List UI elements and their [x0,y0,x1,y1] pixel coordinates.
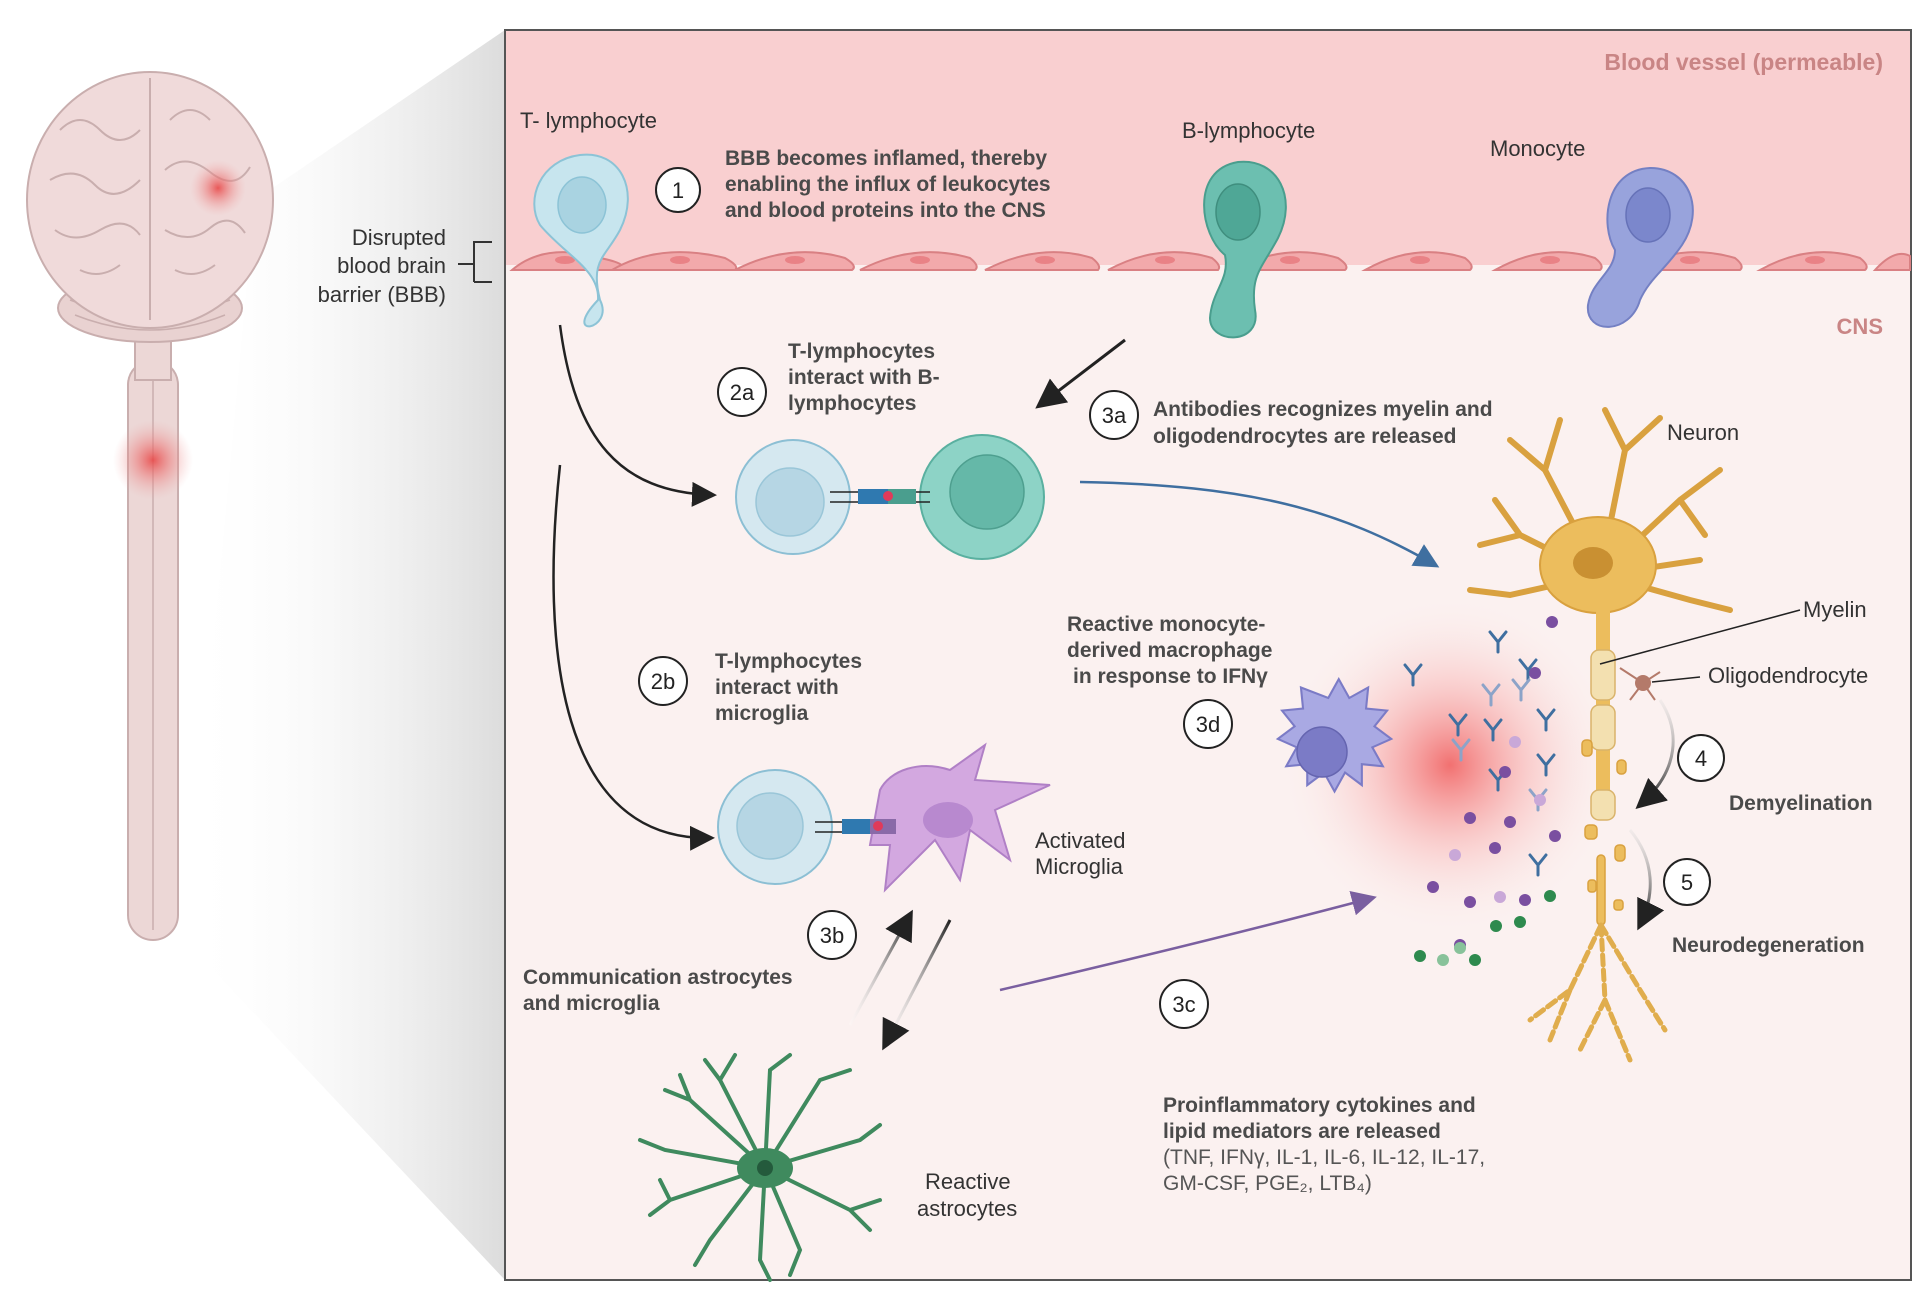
axon-terminals [1527,922,1668,1063]
t-microglia-interaction [717,742,1051,893]
step-3b-marker [807,910,857,960]
t-lymphocyte-migrating [533,153,629,328]
step-3b-number: 3b [820,923,844,948]
arrow-b-enters [1035,338,1126,409]
monocyte-migrating [1586,166,1694,328]
step-3c-text-3: (TNF, IFNγ, IL-1, IL-6, IL-12, IL-17, [1163,1146,1485,1169]
myelin-pointer [1599,609,1801,665]
activated-microglia-label-2: Microglia [1035,854,1124,879]
step-2b-text-2: interact with [715,676,839,699]
neuron-nucleus [1573,547,1613,579]
neuron [1467,407,1733,613]
step-3d-text-1: Reactive monocyte- [1067,613,1265,636]
brain-spinal-cord [26,71,274,941]
reactive-astrocytes-label-1: Reactive [925,1169,1011,1194]
arrow-astrocyte-to-microglia [848,909,913,1026]
neurodegeneration-label: Neurodegeneration [1672,934,1865,957]
oligodendrocyte-pointer [1651,676,1701,683]
myelin-sheath [1590,649,1616,821]
step-3d-text-3: in response to IFNγ [1073,665,1268,688]
arrow-t-to-b [558,324,717,507]
myelin-fragments [1581,739,1627,926]
arrow-cytokines-release [999,891,1377,992]
reactive-astrocyte [638,1053,882,1282]
step-2a-marker [717,367,767,417]
step-3b-text-2: and microglia [523,992,660,1015]
step-2a-text-3: lymphocytes [788,392,916,415]
step-3c-text-2: lipid mediators are released [1163,1120,1441,1143]
t-lymphocyte-label: T- lymphocyte [520,108,657,133]
t-b-interaction [735,434,1045,560]
zoom-cone [185,30,505,1280]
step-4-marker [1677,734,1725,782]
step-3c-marker [1159,979,1209,1029]
step-3c-text-1: Proinflammatory cytokines and [1163,1094,1476,1117]
step-3d-number: 3d [1196,712,1220,737]
step-3c-text-4: GM-CSF, PGE₂, LTB₄) [1163,1172,1372,1195]
endothelial-nuclei [555,256,1825,264]
step-1-text-2: enabling the influx of leukocytes [725,173,1051,196]
step-3a-text-1: Antibodies recognizes myelin and [1153,398,1493,421]
b-lymphocyte-migrating [1203,160,1287,339]
neuron-label: Neuron [1667,420,1739,445]
step-2b-number: 2b [651,669,675,694]
arrow-neurodegeneration [1628,829,1665,931]
step-1-marker [655,167,701,213]
step-1-number: 1 [672,178,684,203]
arrow-antibodies-to-neuron [1079,480,1440,568]
step-2b-text-1: T-lymphocytes [715,650,862,673]
activated-microglia-label-1: Activated [1035,828,1126,853]
astrocyte-nucleus [757,1160,773,1176]
step-4-number: 4 [1695,746,1707,771]
bbb-bracket [458,241,492,283]
step-3b-text-1: Communication astrocytes [523,966,793,989]
step-5-number: 5 [1681,870,1693,895]
cns-label: CNS [1837,314,1883,339]
macrophage [1275,676,1394,794]
step-1-text-1: BBB becomes inflamed, thereby [725,147,1047,170]
step-3a-marker [1089,390,1139,440]
monocyte-label: Monocyte [1490,136,1585,161]
arrow-demyelination [1635,699,1675,809]
step-2a-text-2: interact with B- [788,366,940,389]
myelin-label: Myelin [1803,597,1867,622]
step-5-marker [1663,858,1711,906]
step-3d-marker [1183,699,1233,749]
inflammation-focus [1280,595,1620,935]
bbb-label-3: barrier (BBB) [318,282,446,307]
step-2b-text-3: microglia [715,702,809,725]
blood-vessel-label: Blood vessel (permeable) [1604,49,1883,75]
reactive-astrocytes-label-2: astrocytes [917,1196,1017,1221]
step-3a-text-2: oligodendrocytes are released [1153,425,1456,448]
step-2a-number: 2a [730,380,755,405]
step-3a-number: 3a [1102,403,1127,428]
step-2b-marker [638,656,688,706]
bbb-label-1: Disrupted [352,225,446,250]
step-2a-text-1: T-lymphocytes [788,340,935,363]
arrow-microglia-to-astrocyte [882,919,952,1051]
demyelination-label: Demyelination [1729,792,1873,815]
bbb-label-2: blood brain [337,253,446,278]
arrow-t-to-microglia [552,464,715,851]
oligodendrocyte [1619,667,1661,701]
oligodendrocyte-label: Oligodendrocyte [1708,663,1868,688]
step-3d-text-2: derived macrophage [1067,639,1272,662]
b-lymphocyte-label: B-lymphocyte [1182,118,1315,143]
step-3c-number: 3c [1172,992,1195,1017]
step-1-text-3: and blood proteins into the CNS [725,199,1046,222]
cytokines [1414,616,1561,966]
